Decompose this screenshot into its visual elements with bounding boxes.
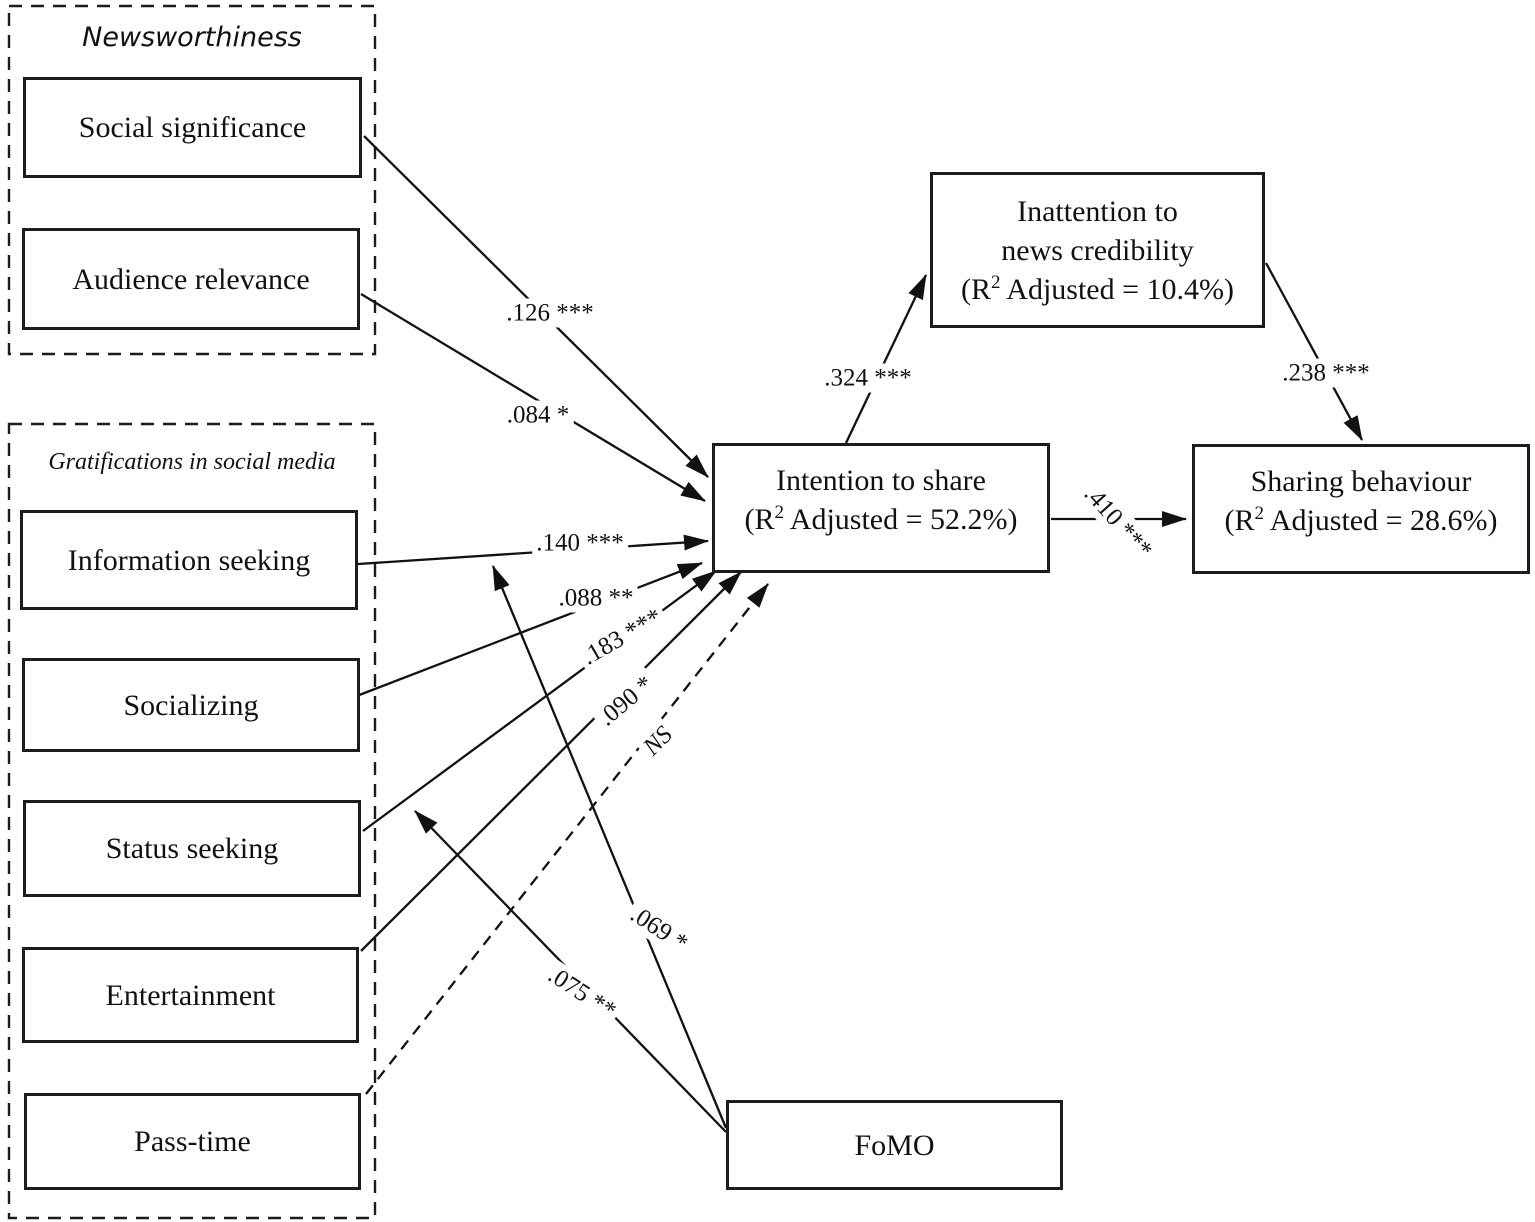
node-inattention-r2-stat: (R2 Adjusted = 10.4%) bbox=[961, 270, 1234, 309]
node-audience-relevance-label: Audience relevance bbox=[72, 262, 310, 296]
edge-label-infoseek-intention: .140 *** bbox=[532, 528, 628, 558]
node-status-seeking-label: Status seeking bbox=[105, 832, 279, 865]
node-social-significance-label: Social significance bbox=[78, 111, 307, 144]
r2-value: Adjusted = 28.6%) bbox=[1263, 504, 1498, 537]
r2-value: Adjusted = 10.4%) bbox=[1000, 272, 1235, 306]
node-intention: Intention to share(R2 Adjusted = 52.2%) bbox=[712, 443, 1050, 573]
edge-audience-intention bbox=[360, 293, 706, 502]
node-entertainment-label: Entertainment bbox=[105, 978, 276, 1012]
node-fomo-label: FoMO bbox=[854, 1128, 935, 1162]
node-socializing: Socializing bbox=[22, 658, 360, 752]
node-information-seeking-label: Information seeking bbox=[67, 543, 311, 577]
r2-superscript: 2 bbox=[990, 271, 1001, 293]
group-gratifications-title: Gratifications in social media bbox=[48, 449, 336, 475]
edge-entertainment-intention bbox=[360, 571, 742, 952]
r2-superscript: 2 bbox=[1254, 503, 1264, 524]
node-inattention-label: Inattention to bbox=[1017, 194, 1178, 228]
node-entertainment: Entertainment bbox=[22, 947, 359, 1043]
node-pass-time-label: Pass-time bbox=[134, 1125, 251, 1158]
node-pass-time: Pass-time bbox=[24, 1093, 361, 1190]
r2-superscript: 2 bbox=[774, 502, 784, 523]
r2-prefix: (R bbox=[1224, 504, 1255, 537]
edge-intention-inattention bbox=[844, 274, 928, 444]
node-inattention-label-line2: news credibility bbox=[1001, 233, 1194, 267]
edge-label-inattention-sharing: .238 *** bbox=[1278, 358, 1374, 388]
group-newsworthiness-border bbox=[7, 4, 377, 356]
group-newsworthiness-title: Newsworthiness bbox=[82, 22, 302, 53]
node-intention-r2-stat: (R2 Adjusted = 52.2%) bbox=[744, 500, 1017, 539]
node-information-seeking: Information seeking bbox=[20, 510, 358, 610]
node-audience-relevance: Audience relevance bbox=[22, 228, 360, 330]
node-intention-label: Intention to share bbox=[776, 464, 986, 497]
node-sharing-label: Sharing behaviour bbox=[1250, 465, 1472, 498]
r2-prefix: (R bbox=[960, 272, 991, 306]
group-gratifications-border bbox=[7, 422, 377, 1220]
edge-label-audience-intention: .084 * bbox=[502, 400, 574, 430]
r2-prefix: (R bbox=[744, 503, 775, 536]
node-sharing: Sharing behaviour(R2 Adjusted = 28.6%) bbox=[1192, 444, 1530, 574]
edge-label-socializing-intention: .088 ** bbox=[554, 583, 638, 613]
node-socializing-label: Socializing bbox=[123, 688, 259, 722]
edge-socializing-intention bbox=[353, 561, 703, 699]
node-status-seeking: Status seeking bbox=[23, 800, 361, 897]
r2-value: Adjusted = 52.2%) bbox=[783, 503, 1018, 536]
node-social-significance: Social significance bbox=[23, 77, 362, 178]
edge-fomo-infoseek-path bbox=[491, 565, 728, 1129]
edge-label-social-intention: .126 *** bbox=[502, 298, 598, 328]
node-sharing-r2-stat: (R2 Adjusted = 28.6%) bbox=[1224, 501, 1497, 540]
edge-passtime-intention bbox=[365, 583, 769, 1095]
edge-inattention-sharing bbox=[1264, 262, 1364, 441]
edge-status-intention bbox=[362, 570, 717, 832]
node-fomo: FoMO bbox=[726, 1100, 1063, 1190]
edge-label-intention-inattention: .324 *** bbox=[820, 363, 916, 393]
